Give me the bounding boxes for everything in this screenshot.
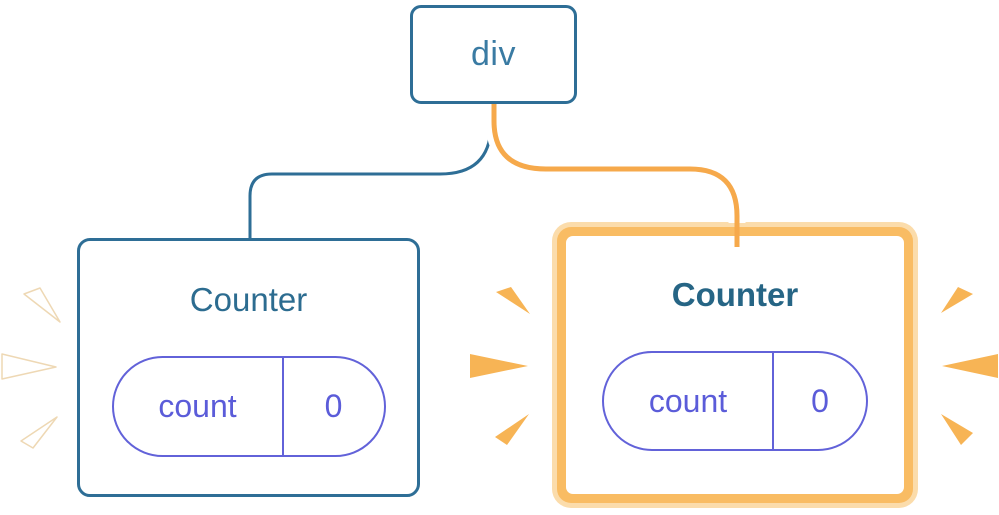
state-pill: count 0 xyxy=(602,351,868,451)
state-pill: count 0 xyxy=(111,356,386,457)
state-value: 0 xyxy=(324,388,343,424)
orange-burst-icon xyxy=(470,287,530,445)
root-node-label: div xyxy=(471,35,516,73)
counter-card-plain: Counter count 0 xyxy=(77,238,420,497)
root-node: div xyxy=(410,5,577,104)
orange-burst-icon xyxy=(941,287,998,445)
highlight-ring: Counter count 0 xyxy=(557,227,913,503)
state-key: count xyxy=(114,358,284,455)
state-key: count xyxy=(604,353,774,449)
counter-card-highlighted: Counter count 0 xyxy=(552,222,918,508)
state-value: 0 xyxy=(811,382,829,419)
connector-root-to-right-sheath xyxy=(485,104,746,223)
white-burst-icon xyxy=(1,287,61,449)
counter-card-highlighted-body: Counter count 0 xyxy=(566,236,904,494)
connector-root-to-left xyxy=(248,105,493,240)
component-title: Counter xyxy=(671,276,799,313)
component-title: Counter xyxy=(189,281,308,318)
